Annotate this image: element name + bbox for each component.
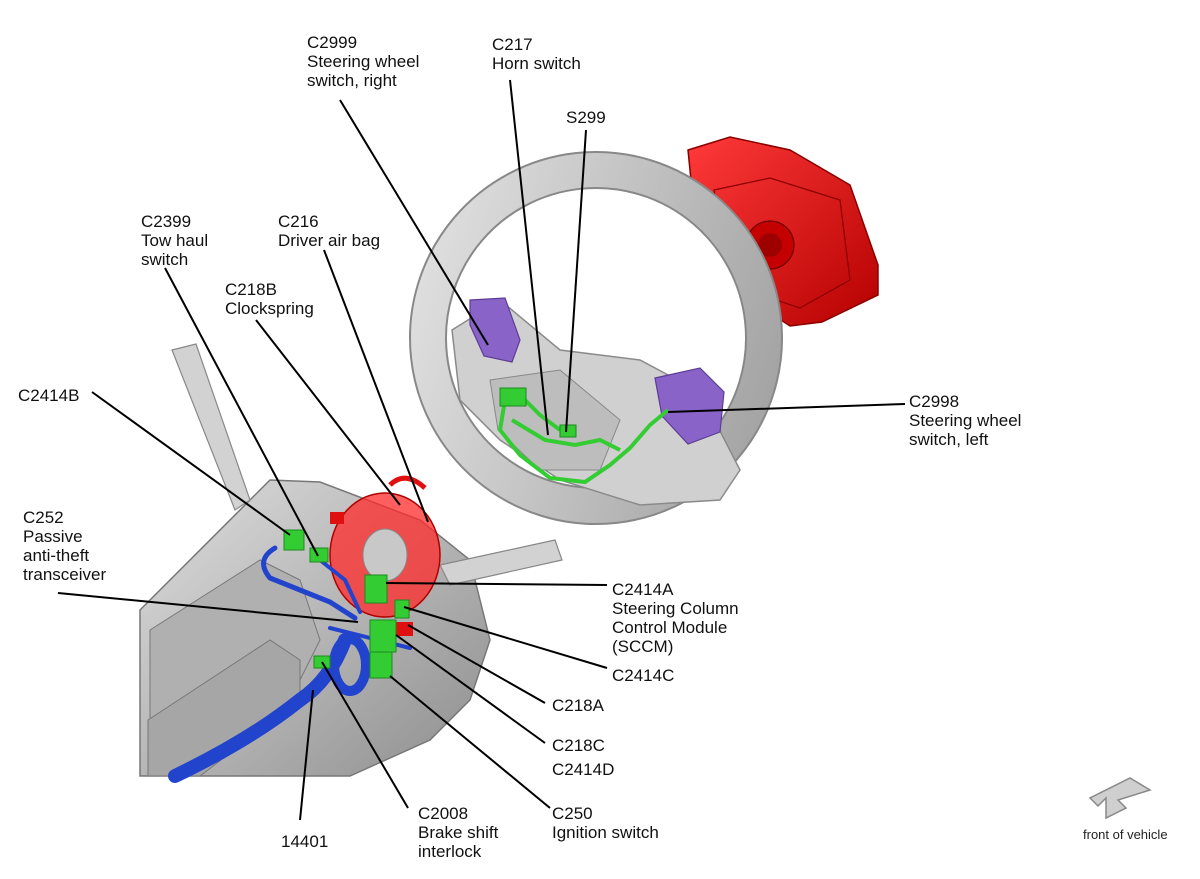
front-of-vehicle-arrow-icon xyxy=(1088,777,1152,820)
steering-wheel-harness xyxy=(497,393,670,485)
callout-code: C2414B xyxy=(18,386,80,405)
callout-code: 14401 xyxy=(281,832,329,851)
callout-c218c: C218C xyxy=(552,736,605,755)
callout-code: C218A xyxy=(552,696,604,715)
c250-connector xyxy=(369,651,393,679)
callout-text: Clockspring xyxy=(225,299,314,318)
callout-c2008: C2008 Brake shift interlock xyxy=(418,804,498,861)
callout-c217: C217 Horn switch xyxy=(492,35,581,73)
callout-c2999: C2999 Steering wheel switch, right xyxy=(307,33,419,90)
callout-code: C2414A xyxy=(612,580,674,599)
callout-c252: C252 Passive anti-theft transceiver xyxy=(23,508,106,584)
callout-text: anti-theft xyxy=(23,546,90,565)
callout-code: C2414D xyxy=(552,760,615,779)
callout-code: C218B xyxy=(225,280,277,299)
callout-code: C252 xyxy=(23,508,64,527)
callout-c2399: C2399 Tow haul switch xyxy=(141,212,208,269)
callout-s299: S299 xyxy=(566,108,606,127)
callout-text: switch, right xyxy=(307,71,397,90)
callout-text: Brake shift xyxy=(418,823,499,842)
callout-text: Tow haul xyxy=(141,231,209,250)
callout-text: (SCCM) xyxy=(612,637,674,656)
c2414a-connector xyxy=(364,574,388,604)
callout-text: Horn switch xyxy=(492,54,581,73)
callout-c250: C250 Ignition switch xyxy=(552,804,659,842)
callout-code: C2998 xyxy=(909,392,960,411)
callout-text: Ignition switch xyxy=(552,823,659,842)
callout-code: C2008 xyxy=(418,804,469,823)
horn-switch-connector xyxy=(499,387,527,407)
callout-c2414c: C2414C xyxy=(612,666,674,685)
callout-text: switch xyxy=(141,250,189,269)
callout-text: Steering wheel xyxy=(909,411,1022,430)
callout-text: transceiver xyxy=(23,565,107,584)
callout-code: C250 xyxy=(552,804,593,823)
callout-code: S299 xyxy=(566,108,606,127)
callout-code: C2999 xyxy=(307,33,358,52)
callout-c2414a: C2414A Steering Column Control Module (S… xyxy=(612,580,739,656)
callout-text: Steering wheel xyxy=(307,52,420,71)
callout-text: Driver air bag xyxy=(278,231,381,250)
callout-text: Steering Column xyxy=(612,599,739,618)
leader-lines xyxy=(57,79,906,821)
callout-text: Passive xyxy=(23,527,83,546)
front-of-vehicle-label: front of vehicle xyxy=(1083,827,1168,842)
callout-c218b: C218B Clockspring xyxy=(225,280,314,318)
steering-wheel-switch-right xyxy=(469,297,521,363)
callout-c2998: C2998 Steering wheel switch, left xyxy=(909,392,1021,449)
callout-c2414d: C2414D xyxy=(552,760,614,779)
callout-c216: C216 Driver air bag xyxy=(278,212,380,250)
s299-splice xyxy=(559,424,577,438)
c2399-connector xyxy=(309,547,329,563)
callout-code: C2414C xyxy=(612,666,675,685)
callout-code: C216 xyxy=(278,212,319,231)
callout-code: C217 xyxy=(492,35,533,54)
callout-text: switch, left xyxy=(909,430,989,449)
callout-text: Control Module xyxy=(612,618,728,637)
callout-code: C2399 xyxy=(141,212,192,231)
callout-text: interlock xyxy=(418,842,482,861)
callout-c218a: C218A xyxy=(552,696,604,715)
c2414c-connector xyxy=(394,599,410,619)
c218a-connector xyxy=(369,619,397,653)
callout-code: C218C xyxy=(552,736,605,755)
callout-c2414b: C2414B xyxy=(18,386,79,405)
callout-14401: 14401 xyxy=(281,832,328,851)
